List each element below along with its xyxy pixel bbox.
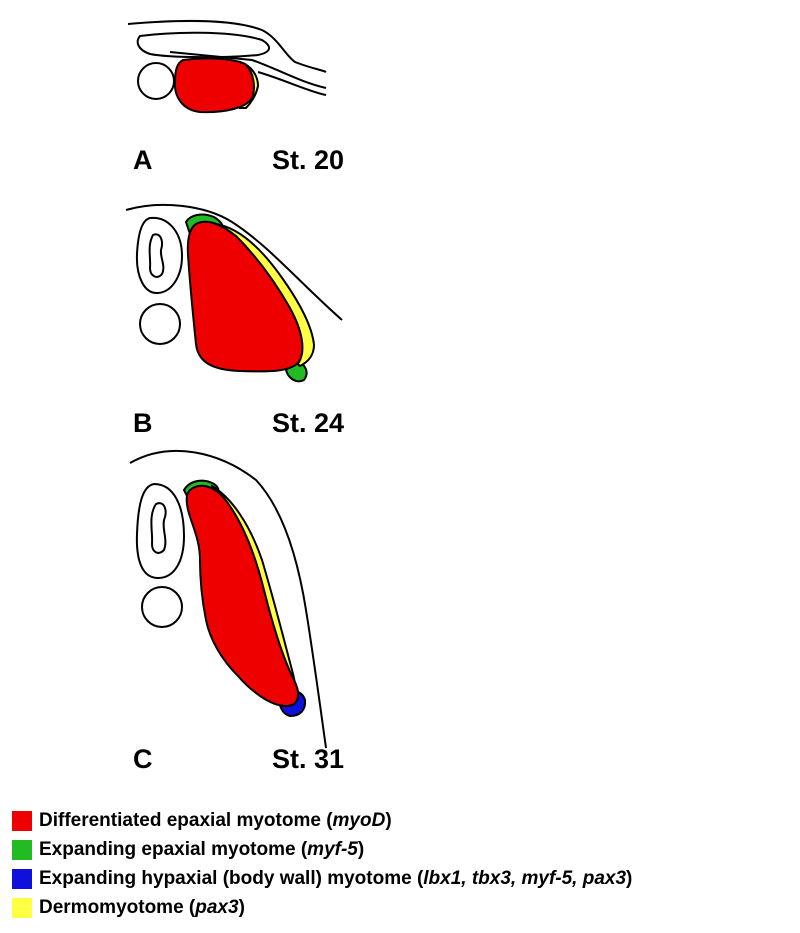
panel-a-dorsal-outline: [127, 19, 327, 73]
panel-b-outer-outline: [125, 203, 343, 321]
panel-b-letter: B: [133, 408, 153, 438]
panel-c-neural-canal: [150, 502, 167, 554]
panel-a-ventral-outline: [169, 51, 327, 89]
panel-c-stage: St. 31: [272, 744, 345, 774]
legend-item-differentiated-epaxial: Differentiated epaxial myotome (myoD): [12, 806, 800, 835]
panel-a-stage: St. 20: [272, 145, 345, 175]
legend-text-genes: pax3: [195, 896, 239, 918]
legend-item-expanding-hypaxial: Expanding hypaxial (body wall) myotome (…: [12, 864, 800, 893]
panel-b-drawing: [125, 203, 343, 383]
panel-c-notochord: [141, 586, 183, 628]
legend-text-pre: Differentiated epaxial myotome (: [39, 809, 333, 831]
panel-b-neural-canal: [148, 233, 165, 278]
panel-b-notochord: [139, 303, 181, 345]
panel-b-differentiated-myotome: [186, 220, 304, 373]
panel-c-outer-outline: [129, 449, 327, 749]
panel-a-notochord: [137, 62, 175, 100]
legend: Differentiated epaxial myotome (myoD) Ex…: [12, 806, 800, 922]
panel-a-neural-tube: [136, 31, 270, 59]
panel-a-letter: A: [133, 145, 153, 175]
panel-b-stage: St. 24: [272, 408, 345, 438]
legend-item-dermomyotome: Dermomyotome (pax3): [12, 893, 800, 922]
legend-text-pre: Expanding hypaxial (body wall) myotome (: [39, 867, 424, 889]
panel-c-neural-tube: [135, 482, 186, 580]
legend-text-genes: myoD: [332, 809, 386, 831]
legend-text-post: ): [626, 867, 633, 889]
legend-swatch-blue: [12, 868, 32, 889]
legend-swatch-red: [12, 810, 32, 831]
panel-c-drawing: [129, 449, 327, 749]
legend-text-pre: Dermomyotome (: [39, 896, 196, 918]
legend-swatch-yellow: [12, 897, 32, 918]
panel-c-letter: C: [133, 744, 153, 774]
panel-a-drawing: [127, 19, 327, 114]
legend-text-pre: Expanding epaxial myotome (: [39, 838, 308, 860]
panel-a-differentiated-myotome: [173, 57, 255, 114]
panel-a-inner-outline: [257, 71, 327, 96]
panel-b-neural-tube: [135, 216, 184, 295]
legend-text-genes: lbx1, tbx3, myf-5, pax3: [423, 867, 627, 889]
legend-text-post: ): [385, 809, 392, 831]
legend-text-genes: myf-5: [307, 838, 358, 860]
legend-text-post: ): [357, 838, 365, 860]
legend-text-post: ): [238, 896, 245, 918]
panel-c-differentiated-myotome: [185, 484, 300, 708]
legend-swatch-green: [12, 839, 32, 860]
legend-item-expanding-epaxial: Expanding epaxial myotome (myf-5): [12, 835, 800, 864]
